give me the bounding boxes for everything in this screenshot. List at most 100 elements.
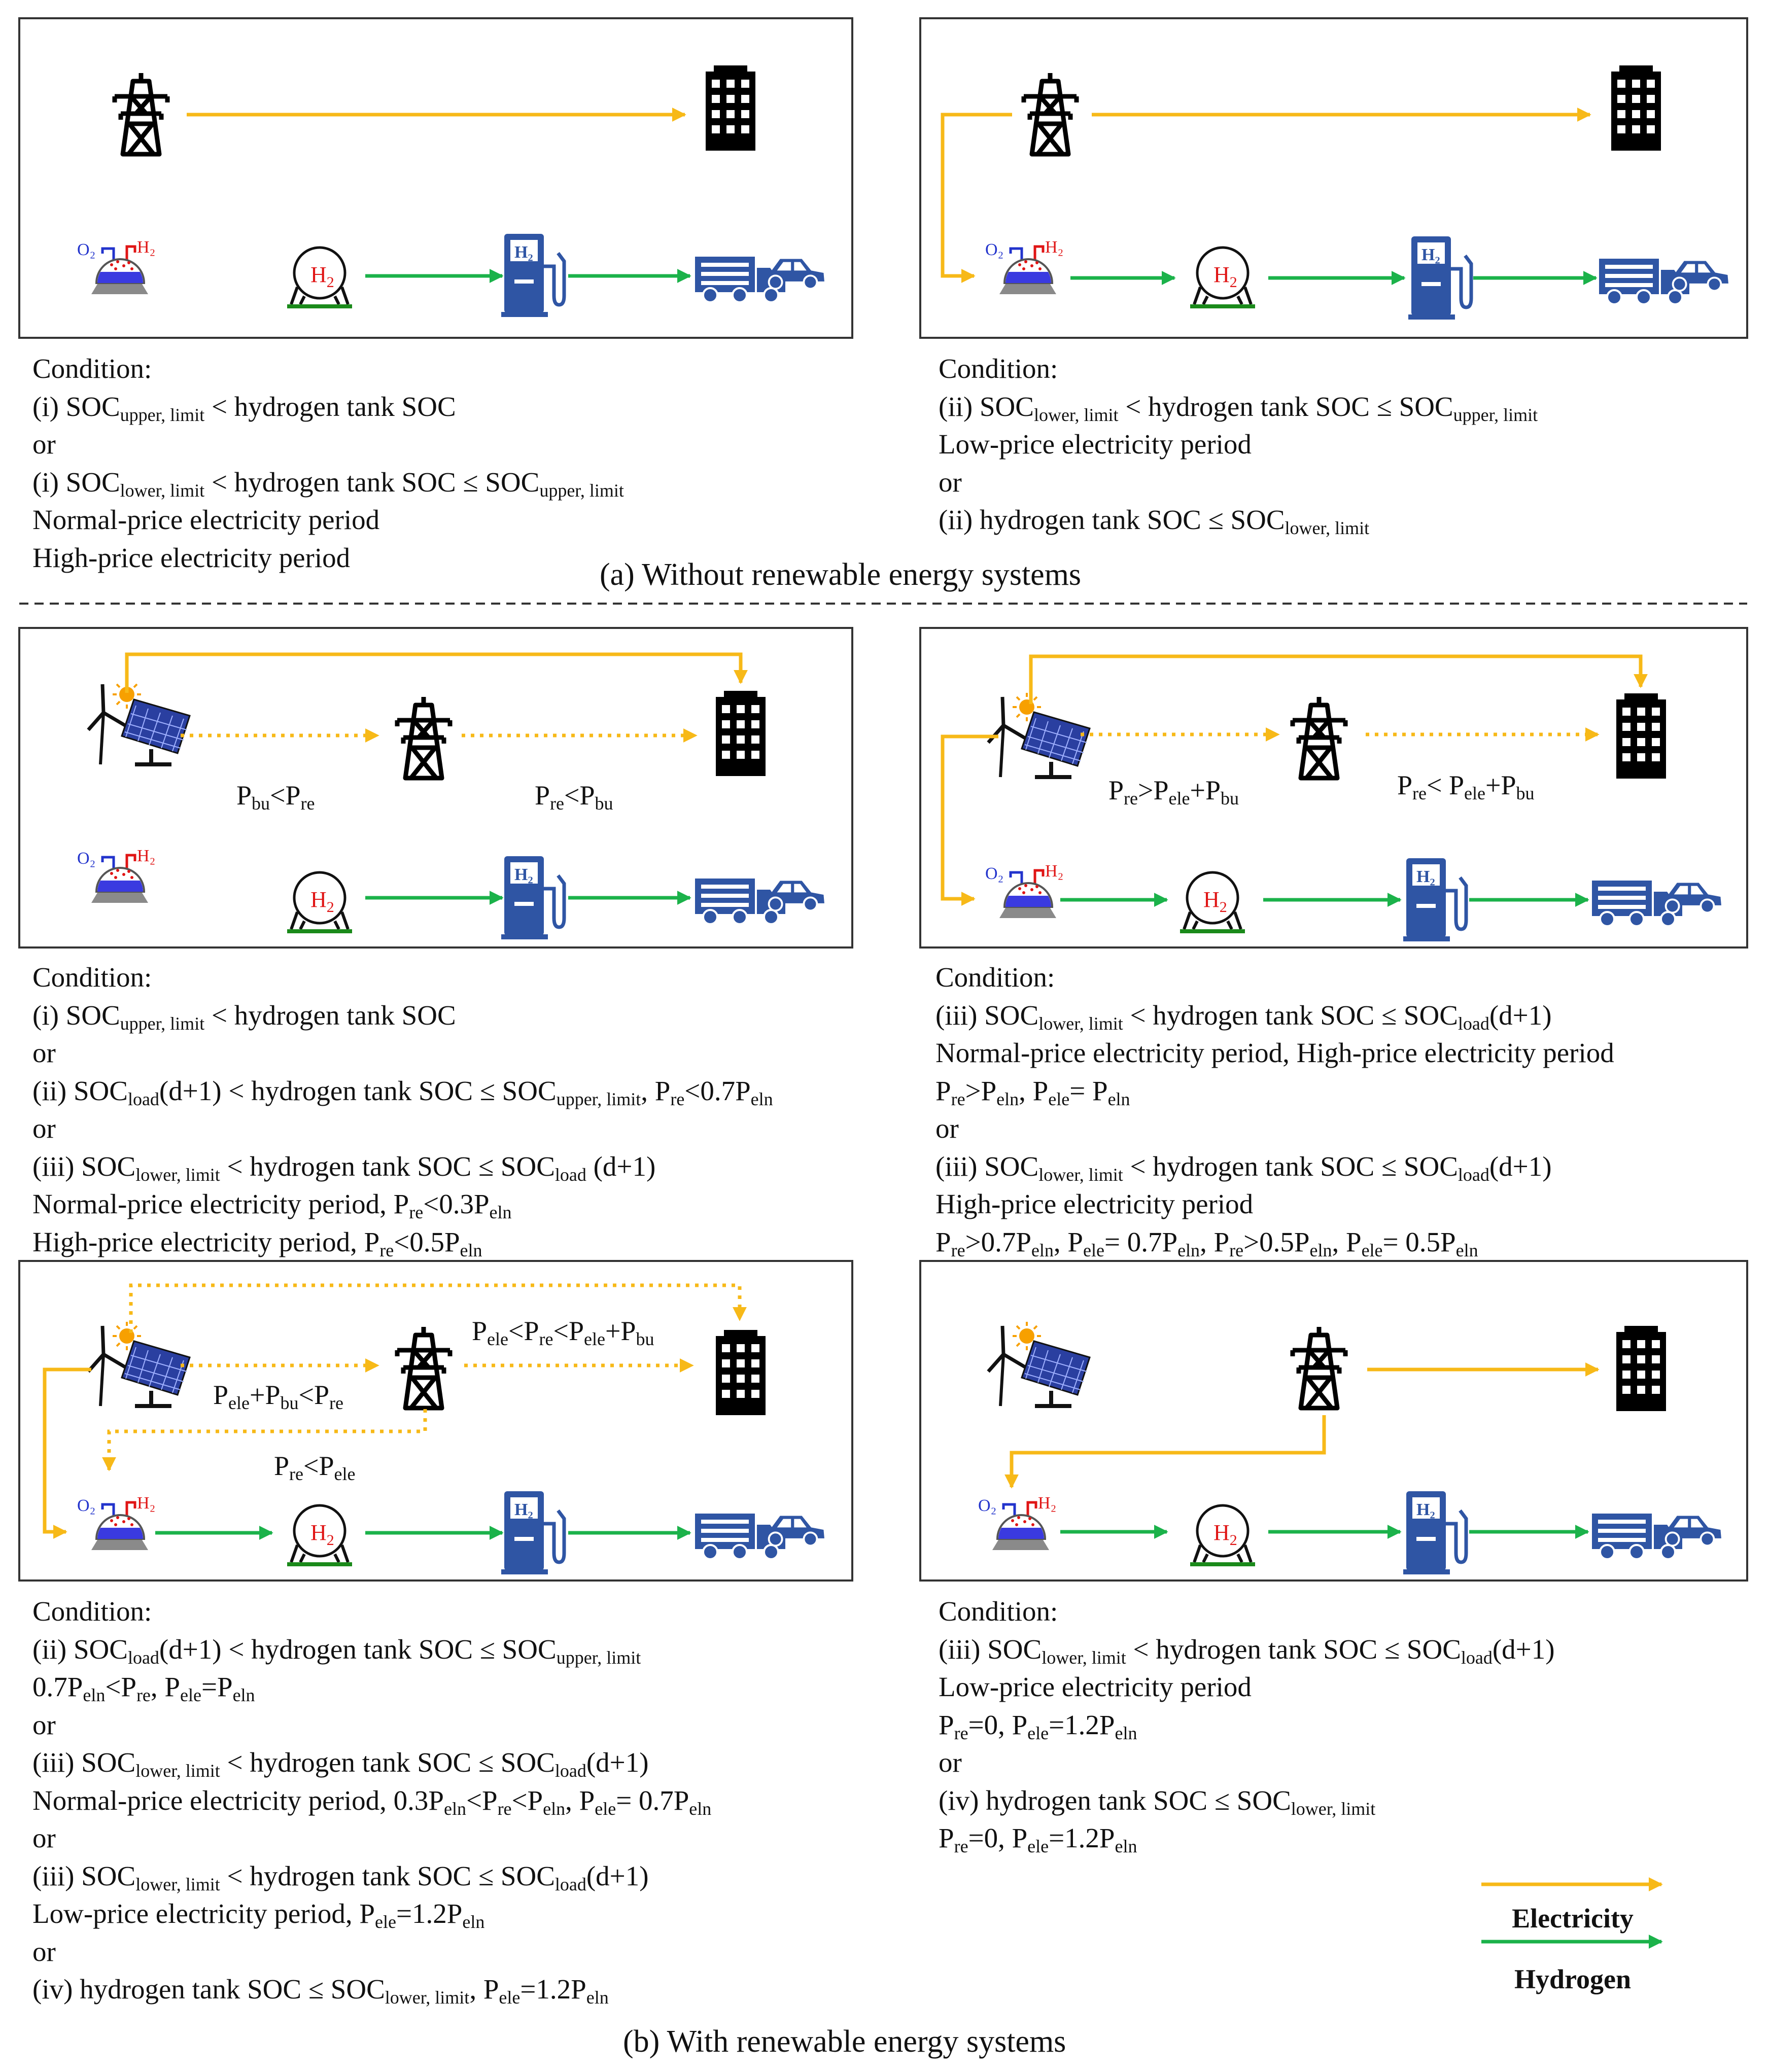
building-icon <box>1611 65 1661 151</box>
pump-h2-label: H₂ <box>1416 1500 1435 1519</box>
condition-line: (i) SOCupper, limit < hydrogen tank SOC <box>32 999 456 1034</box>
condition-line: Pre>Peln, Pele= Peln <box>935 1075 1130 1109</box>
power-label: Pre<Pbu <box>535 780 613 814</box>
h2-label: H₂ <box>137 847 155 865</box>
electricity-arrow <box>125 652 748 693</box>
panel-a-left: O₂ H₂ H2 H₂ <box>18 17 853 339</box>
condition-or: or <box>935 1113 959 1144</box>
o2-label: O₂ <box>978 1496 996 1515</box>
pump-h2-label: H₂ <box>514 865 533 884</box>
condition-line: Normal-price electricity period <box>32 504 380 535</box>
power-label: Pre<Pele <box>274 1451 355 1484</box>
condition-or: or <box>32 1037 56 1068</box>
electricity-arrow <box>1004 1415 1326 1489</box>
condition-title: Condition: <box>939 1596 1058 1627</box>
condition-line: (iii) SOClower, limit < hydrogen tank SO… <box>32 1747 649 1781</box>
condition-line: (ii) hydrogen tank SOC ≤ SOClower, limit <box>939 504 1370 538</box>
o2-label: O₂ <box>77 849 95 868</box>
condition-title: Condition: <box>32 1596 152 1627</box>
h2-label: H₂ <box>1038 1494 1056 1513</box>
condition-or: or <box>939 1747 962 1778</box>
tank-h2-label: H2 <box>310 262 334 291</box>
electricity-arrow <box>43 1367 91 1539</box>
condition-line: Low-price electricity period, Pele=1.2Pe… <box>32 1898 485 1932</box>
condition-line: High-price electricity period <box>32 542 351 573</box>
condition-line: (ii) SOClower, limit < hydrogen tank SOC… <box>939 391 1538 425</box>
o2-label: O₂ <box>985 864 1003 883</box>
h2-label: H₂ <box>137 1494 155 1513</box>
condition-line: (iii) SOClower, limit < hydrogen tank SO… <box>32 1860 649 1894</box>
electricity-arrow <box>941 734 998 906</box>
tank-h2-label: H2 <box>310 1520 334 1549</box>
condition-line: (iv) hydrogen tank SOC ≤ SOClower, limit… <box>32 1974 609 2008</box>
condition-b4: Condition: (iii) SOClower, limit < hydro… <box>939 1593 1555 1857</box>
condition-line: 0.7Peln<Pre, Pele=Peln <box>32 1671 255 1705</box>
condition-or: or <box>32 1709 56 1740</box>
condition-or: or <box>32 1113 56 1144</box>
panel-b2: Pre>Pele+Pbu Pre< Pele+Pbu O₂ H₂ H2 H₂ <box>919 627 1748 949</box>
condition-line: Low-price electricity period <box>939 429 1252 460</box>
condition-title: Condition: <box>32 353 152 384</box>
condition-or: or <box>939 466 962 498</box>
building-icon <box>716 1330 766 1415</box>
panel-b3: Pele<Pre<Pele+Pbu Pele+Pbu<Pre Pre<Pele … <box>18 1260 853 1582</box>
building-icon <box>1616 1326 1666 1411</box>
tank-h2-label: H2 <box>1203 887 1227 916</box>
condition-line: Normal-price electricity period, High-pr… <box>935 1037 1614 1068</box>
condition-line: (i) SOCupper, limit < hydrogen tank SOC <box>32 391 456 425</box>
condition-or: or <box>32 1936 56 1967</box>
power-label: Pele+Pbu<Pre <box>213 1380 343 1413</box>
condition-line: Pre=0, Pele=1.2Peln <box>939 1709 1137 1743</box>
condition-a-left: Condition: (i) SOCupper, limit < hydroge… <box>32 350 624 577</box>
electricity-arrow <box>941 113 1012 283</box>
pump-h2-label: H₂ <box>1421 245 1440 264</box>
condition-line: (iii) SOClower, limit < hydrogen tank SO… <box>935 999 1552 1034</box>
condition-a-right: Condition: (ii) SOClower, limit < hydrog… <box>939 350 1538 539</box>
condition-line: High-price electricity period, Pre<0.5Pe… <box>32 1226 482 1260</box>
condition-line: Pre>0.7Peln, Pele= 0.7Peln, Pre>0.5Peln,… <box>935 1226 1478 1260</box>
legend-electricity-label: Electricity <box>1512 1903 1634 1934</box>
condition-line: (iv) hydrogen tank SOC ≤ SOClower, limit <box>939 1784 1376 1819</box>
h2-label: H₂ <box>137 238 155 257</box>
o2-label: O₂ <box>77 240 95 259</box>
panel-b4: O₂ H₂ H2 H₂ <box>919 1260 1748 1582</box>
building-icon <box>716 691 766 776</box>
pump-h2-label: H₂ <box>514 243 533 262</box>
caption-b: (b) With renewable energy systems <box>623 2024 1066 2059</box>
condition-b1: Condition: (i) SOCupper, limit < hydroge… <box>32 959 773 1261</box>
o2-label: O₂ <box>77 1496 95 1515</box>
condition-line: (iii) SOClower, limit < hydrogen tank SO… <box>935 1150 1552 1185</box>
condition-line: Normal-price electricity period, Pre<0.3… <box>32 1188 512 1222</box>
pump-h2-label: H₂ <box>514 1500 533 1519</box>
power-label: Pre>Pele+Pbu <box>1108 775 1239 809</box>
legend: Electricity Hydrogen <box>1481 1877 1663 1994</box>
condition-or: or <box>32 1822 56 1853</box>
power-label: Pele<Pre<Pele+Pbu <box>472 1316 654 1349</box>
panel-b1: Pbu<Pre Pre<Pbu O₂ H₂ H2 H₂ <box>18 627 853 949</box>
condition-line: (ii) SOCload(d+1) < hydrogen tank SOC ≤ … <box>32 1075 773 1109</box>
h2-label: H₂ <box>1045 238 1063 257</box>
building-icon <box>1616 693 1666 779</box>
condition-line: High-price electricity period <box>935 1188 1254 1219</box>
electricity-arrow <box>102 1409 427 1471</box>
condition-line: Normal-price electricity period, 0.3Peln… <box>32 1784 712 1819</box>
building-icon <box>706 65 755 151</box>
condition-line: Pre=0, Pele=1.2Peln <box>939 1822 1137 1856</box>
condition-line: (i) SOClower, limit < hydrogen tank SOC … <box>32 466 624 501</box>
condition-line: Low-price electricity period <box>939 1671 1252 1702</box>
tank-h2-label: H2 <box>310 887 334 916</box>
condition-or: or <box>32 429 56 460</box>
condition-title: Condition: <box>935 962 1055 993</box>
condition-line: (iii) SOClower, limit < hydrogen tank SO… <box>939 1633 1555 1668</box>
condition-b2: Condition: (iii) SOClower, limit < hydro… <box>935 959 1614 1261</box>
condition-line: (iii) SOClower, limit < hydrogen tank SO… <box>32 1150 656 1185</box>
electricity-arrow <box>1029 654 1648 704</box>
condition-line: (ii) SOCload(d+1) < hydrogen tank SOC ≤ … <box>32 1633 641 1668</box>
o2-label: O₂ <box>985 240 1003 259</box>
tank-h2-label: H2 <box>1213 1520 1237 1549</box>
power-label: Pre< Pele+Pbu <box>1397 770 1534 803</box>
h2-label: H₂ <box>1045 862 1063 881</box>
tank-h2-label: H2 <box>1213 262 1237 291</box>
caption-a: (a) Without renewable energy systems <box>600 557 1082 592</box>
